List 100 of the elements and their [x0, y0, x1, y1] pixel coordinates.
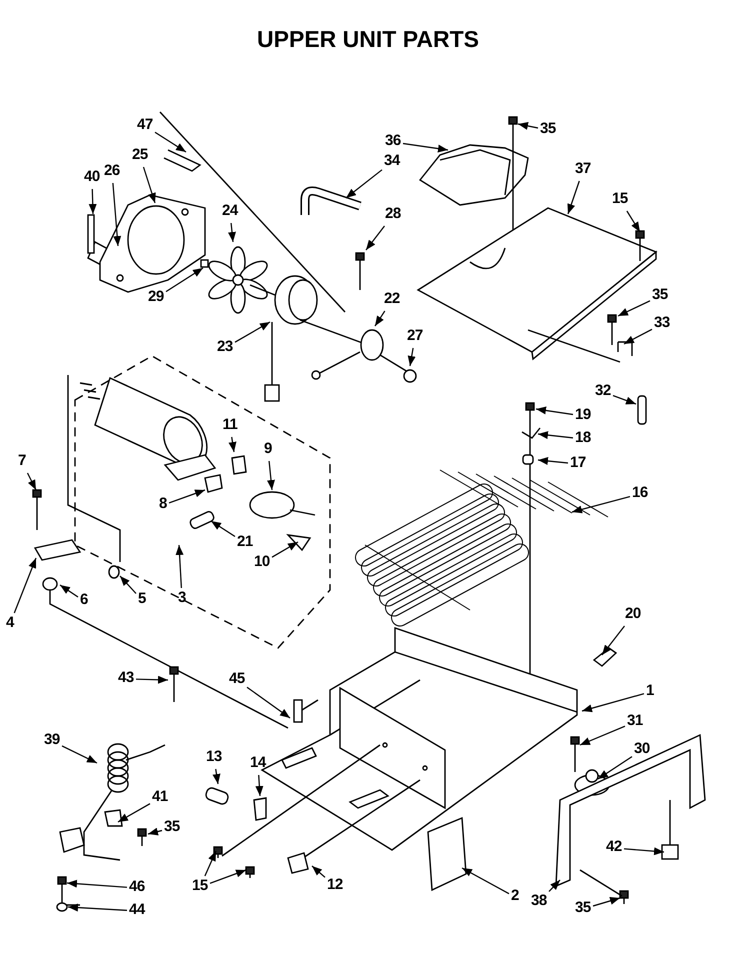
callout-number: 15 [192, 878, 208, 894]
callout-number: 31 [627, 713, 643, 729]
leader-line [536, 406, 574, 416]
callout-number: 3 [178, 590, 186, 606]
leader-line [66, 880, 128, 888]
leader-line [255, 774, 264, 796]
callout-number: 25 [132, 147, 148, 163]
leader-line [548, 880, 560, 892]
leader-line [154, 132, 186, 152]
leader-line [210, 869, 246, 884]
callout-number: 11 [222, 417, 238, 433]
leader-line [212, 768, 220, 784]
leader-line [136, 676, 168, 684]
callout-number: 10 [254, 554, 270, 570]
callout-number: 5 [138, 591, 146, 607]
callout-number: 22 [384, 291, 400, 307]
leader-line [62, 745, 98, 764]
callout-number: 27 [407, 328, 423, 344]
callout-number: 23 [217, 339, 233, 355]
callout-number: 47 [137, 117, 153, 133]
leader-line [312, 866, 326, 878]
leader-line [112, 182, 122, 246]
callout-number: 41 [152, 789, 168, 805]
callout-number: 40 [84, 169, 100, 185]
leader-line [580, 726, 626, 746]
callout-number: 43 [118, 670, 134, 686]
callout-number: 35 [540, 121, 556, 137]
leader-line [234, 321, 270, 343]
leader-line [598, 756, 632, 780]
leader-line [346, 169, 382, 198]
leader-line [228, 436, 236, 452]
leader-line [572, 496, 630, 514]
callout-number: 28 [385, 206, 401, 222]
leader-line [210, 520, 236, 537]
leader-line [462, 867, 510, 894]
leader-line [592, 897, 620, 907]
callout-number: 30 [634, 741, 650, 757]
leader-line [538, 431, 574, 440]
leader-line [120, 576, 136, 594]
callout-number: 17 [570, 455, 586, 471]
leader-line [246, 686, 290, 718]
callout-number: 32 [595, 383, 611, 399]
leader-line [402, 142, 448, 153]
leader-line [166, 268, 204, 292]
leader-line [518, 122, 538, 130]
leader-line [88, 188, 97, 214]
leader-line [538, 457, 568, 465]
callout-number: 4 [6, 615, 14, 631]
callout-number: 8 [159, 496, 167, 512]
callout-number: 24 [222, 203, 238, 219]
callout-number: 38 [531, 893, 547, 909]
leader-line [60, 584, 78, 598]
callout-number: 6 [80, 592, 88, 608]
callout-number: 46 [129, 879, 145, 895]
callout-number: 36 [385, 133, 401, 149]
callout-number: 19 [575, 407, 591, 423]
leader-line [68, 904, 128, 912]
callout-number: 20 [625, 606, 641, 622]
leader-line [148, 828, 162, 836]
callout-number: 21 [237, 534, 253, 550]
callout-number: 33 [654, 315, 670, 331]
leader-line [176, 544, 184, 588]
callout-number: 44 [129, 902, 145, 918]
leader-line [408, 348, 416, 366]
callout-number: 13 [206, 749, 222, 765]
leader-line [118, 803, 150, 823]
leader-line [618, 300, 650, 317]
callout-number: 42 [606, 839, 622, 855]
leader-line [624, 328, 652, 345]
leader-line [204, 850, 217, 876]
callout-number: 2 [511, 888, 519, 904]
leader-line [267, 460, 275, 490]
leader-line [142, 166, 156, 204]
leader-line [582, 693, 644, 712]
leader-line [228, 222, 236, 242]
callout-number: 1 [646, 683, 654, 699]
callout-number: 35 [575, 900, 591, 916]
callout-number: 37 [575, 161, 591, 177]
diagram-title: UPPER UNIT PARTS [256, 26, 480, 53]
callout-number: 15 [612, 191, 628, 207]
callout-number: 35 [164, 819, 180, 835]
callout-number: 12 [327, 877, 343, 893]
callout-number: 35 [652, 287, 668, 303]
leader-line [626, 210, 640, 232]
callout-number: 34 [384, 153, 400, 169]
callout-number: 45 [229, 671, 245, 687]
leader-line [374, 310, 386, 326]
callout-number: 39 [44, 732, 60, 748]
callout-number: 29 [148, 289, 164, 305]
callout-number: 26 [104, 163, 120, 179]
leader-line [366, 226, 385, 250]
leader-line [612, 395, 636, 405]
callout-number: 9 [264, 441, 272, 457]
leader-line [272, 541, 298, 558]
callout-number: 14 [250, 755, 266, 771]
callout-number: 7 [18, 453, 26, 469]
leader-line [168, 489, 206, 504]
leader-line [567, 180, 580, 214]
leader-line [26, 472, 37, 490]
leader-line [624, 847, 664, 856]
